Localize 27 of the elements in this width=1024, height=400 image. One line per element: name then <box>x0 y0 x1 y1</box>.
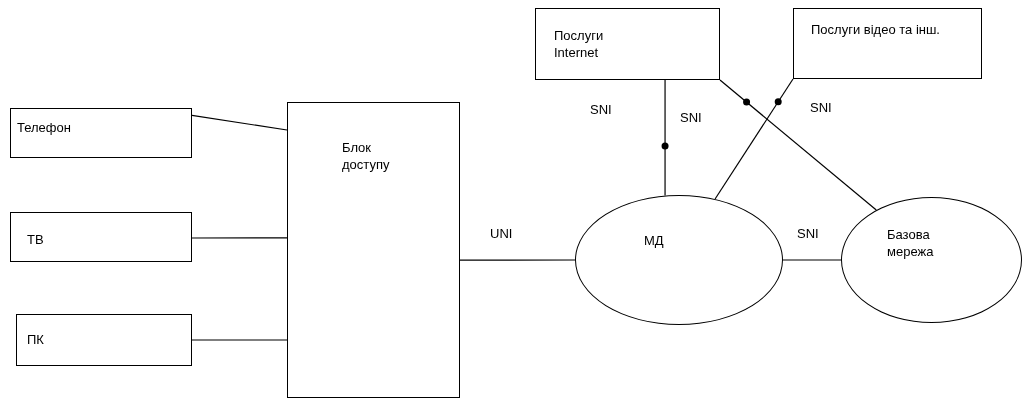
connector-line <box>459 259 576 261</box>
edge-label: SNI <box>680 110 702 126</box>
block-box <box>793 8 982 79</box>
connector-line <box>719 79 877 211</box>
edge-label: UNI <box>490 226 513 242</box>
node-label: Телефон <box>17 119 71 136</box>
block-box <box>10 108 192 158</box>
connector-line <box>664 79 666 197</box>
node-label: Базова мережа <box>887 226 935 260</box>
block-box <box>16 314 192 366</box>
connector-line <box>191 237 288 239</box>
block-box <box>535 8 720 80</box>
edge-label: SNI <box>810 100 832 116</box>
connector-line <box>191 339 288 341</box>
connector-line <box>714 78 794 200</box>
interface-label: SNI <box>590 102 612 118</box>
node-label: Послуги відео та інш. <box>811 21 941 38</box>
block-box <box>10 212 192 262</box>
node-label: Блок доступу <box>342 139 391 173</box>
block-box <box>287 102 460 398</box>
node-label: ПК <box>27 331 44 348</box>
node-label: ТВ <box>27 231 44 248</box>
connector-line <box>782 259 842 261</box>
connector-line <box>191 114 288 131</box>
node-label: МД <box>644 232 664 249</box>
node-label: Послуги Internet <box>554 27 605 61</box>
edge-label: SNI <box>797 226 819 242</box>
